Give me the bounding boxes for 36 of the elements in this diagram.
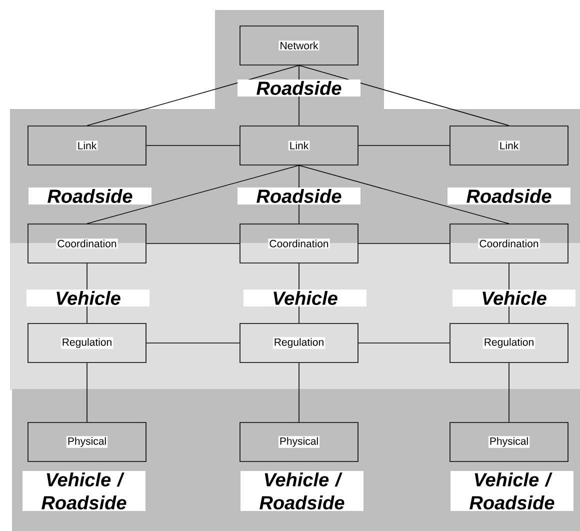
level-box: Physical — [240, 422, 358, 462]
layer-label: Roadside — [238, 80, 360, 96]
connector-line — [298, 362, 300, 422]
connector-line — [508, 362, 510, 422]
level-box: Link — [28, 126, 146, 166]
level-box: Network — [240, 26, 358, 66]
layer-label: Roadside — [28, 188, 152, 204]
layer-label: Vehicle / Roadside — [450, 471, 574, 511]
level-box: Coordination — [28, 224, 146, 264]
level-box: Link — [450, 126, 568, 166]
connector-line — [86, 362, 88, 422]
level-box: Regulation — [240, 323, 358, 363]
layer-label: Roadside — [448, 188, 570, 204]
layer-label: Vehicle — [26, 290, 150, 306]
connector-line — [358, 145, 450, 146]
level-box: Coordination — [240, 224, 358, 264]
layer-label: Vehicle / Roadside — [240, 471, 364, 511]
connector-line — [146, 145, 240, 146]
level-box: Regulation — [450, 323, 568, 363]
connector-line — [86, 65, 300, 126]
connector-line — [358, 342, 450, 344]
layer-label: Vehicle — [244, 290, 366, 306]
level-box: Link — [240, 126, 358, 166]
connector-line — [358, 243, 450, 244]
connector-line — [86, 165, 300, 224]
connector-line — [298, 65, 510, 126]
level-box: Physical — [28, 422, 146, 462]
connector-line — [146, 342, 240, 344]
layer-label: Vehicle / Roadside — [22, 471, 146, 511]
level-box: Physical — [450, 422, 568, 462]
level-box: Coordination — [450, 224, 568, 264]
level-box: Regulation — [28, 323, 146, 363]
connector-line — [146, 243, 240, 244]
layer-label: Vehicle — [452, 290, 576, 306]
connector-line — [298, 165, 510, 224]
layer-label: Roadside — [238, 188, 360, 204]
